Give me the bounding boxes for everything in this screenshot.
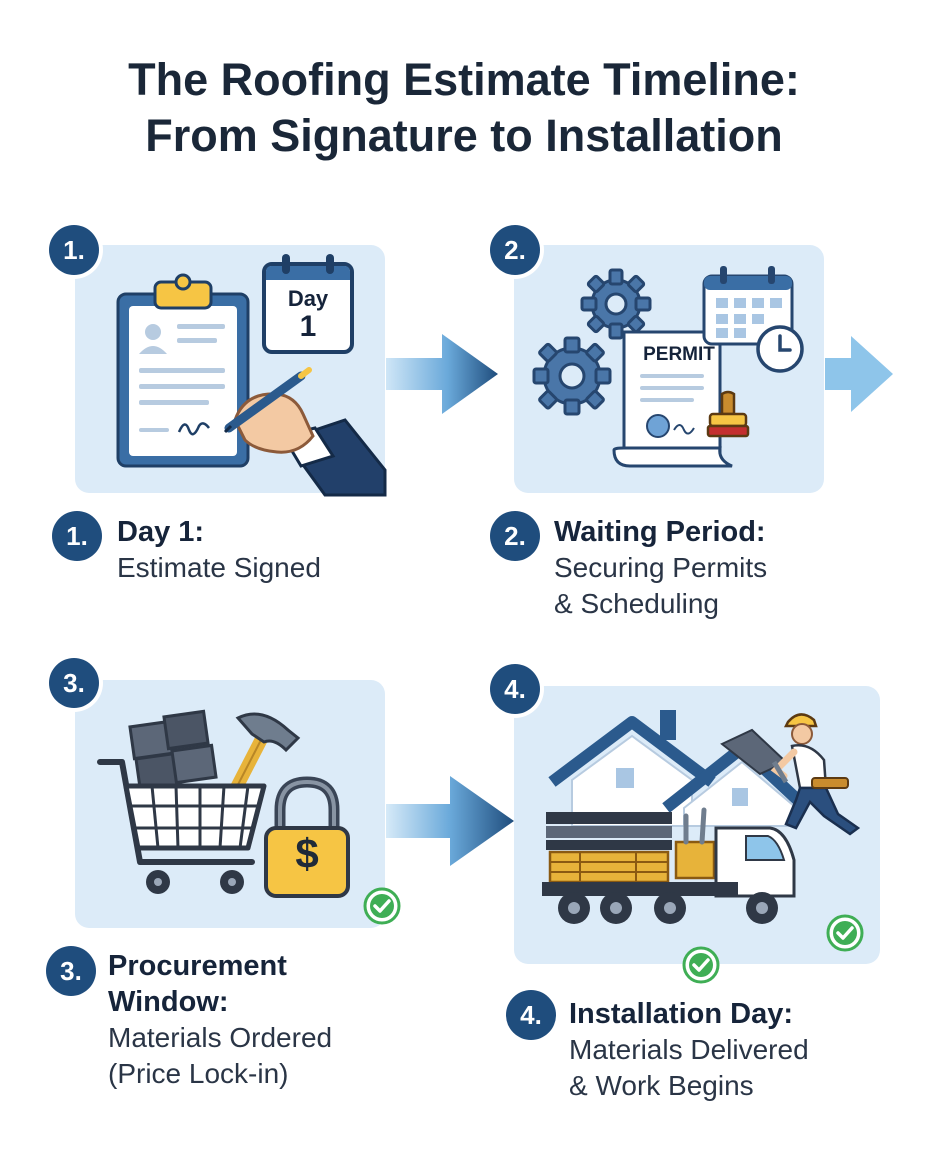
calendar-day-number: 1 xyxy=(299,310,317,343)
step-2-line-1: Securing Permits xyxy=(554,552,768,583)
clock-icon xyxy=(756,325,804,373)
step-4-line-1: Materials Delivered xyxy=(569,1034,809,1065)
step-3-caption-badge: 3. xyxy=(46,946,96,996)
shopping-cart-icon xyxy=(97,759,267,894)
stamp-icon xyxy=(706,390,750,438)
step-3-caption: Procurement Window: Materials Ordered (P… xyxy=(108,948,332,1092)
padlock-icon xyxy=(264,776,350,898)
arrow-step-3-to-4 xyxy=(386,776,514,866)
step-2-caption-badge: 2. xyxy=(490,511,540,561)
step-3-line-2: (Price Lock-in) xyxy=(108,1058,289,1089)
step-1-caption: Day 1: Estimate Signed xyxy=(117,514,321,586)
page-title: The Roofing Estimate Timeline: From Sign… xyxy=(0,52,928,164)
permit-label: PERMIT xyxy=(643,344,715,365)
step-4-top-badge: 4. xyxy=(490,664,540,714)
lock-dollar-sign: $ xyxy=(295,830,319,877)
gears-icon xyxy=(532,268,652,416)
step-4-caption: Installation Day: Materials Delivered & … xyxy=(569,996,809,1104)
step-2-caption: Waiting Period: Securing Permits & Sched… xyxy=(554,514,767,622)
shingles-icon xyxy=(128,709,218,793)
step-1-top-badge: 1. xyxy=(49,225,99,275)
step-4-heading: Installation Day: xyxy=(569,998,793,1030)
check-icon xyxy=(826,914,864,952)
check-icon xyxy=(363,887,401,925)
step-4-caption-badge: 4. xyxy=(506,990,556,1040)
check-icon xyxy=(682,946,720,984)
signing-hand-icon xyxy=(223,367,387,497)
step-2-line-2: & Scheduling xyxy=(554,588,720,619)
permit-scroll-icon xyxy=(612,330,733,468)
delivery-truck-icon xyxy=(542,807,796,924)
clipboard-icon xyxy=(116,273,250,468)
calendar-icon: Day 1 xyxy=(262,254,354,354)
step-3-heading-line-1: Procurement xyxy=(108,950,287,982)
step-3-line-1: Materials Ordered xyxy=(108,1022,333,1053)
arrow-step-2-exit xyxy=(825,336,893,412)
arrow-step-1-to-2 xyxy=(386,334,498,414)
step-1-heading: Day 1: xyxy=(117,516,205,548)
house-icon xyxy=(548,710,807,827)
title-line-2: From Signature to Installation xyxy=(145,110,783,161)
step-2-top-badge: 2. xyxy=(490,225,540,275)
calendar-icon xyxy=(702,266,794,346)
calendar-day-label: Day xyxy=(287,286,329,311)
step-1-caption-badge: 1. xyxy=(52,511,102,561)
step-2-heading: Waiting Period: xyxy=(554,516,766,548)
step-4-line-2: & Work Begins xyxy=(569,1070,754,1101)
step-3-heading-line-2: Window: xyxy=(108,986,229,1018)
title-line-1: The Roofing Estimate Timeline: xyxy=(128,54,800,105)
roofer-icon xyxy=(770,713,861,836)
step-3-top-badge: 3. xyxy=(49,658,99,708)
step-1-line-1: Estimate Signed xyxy=(117,552,321,583)
